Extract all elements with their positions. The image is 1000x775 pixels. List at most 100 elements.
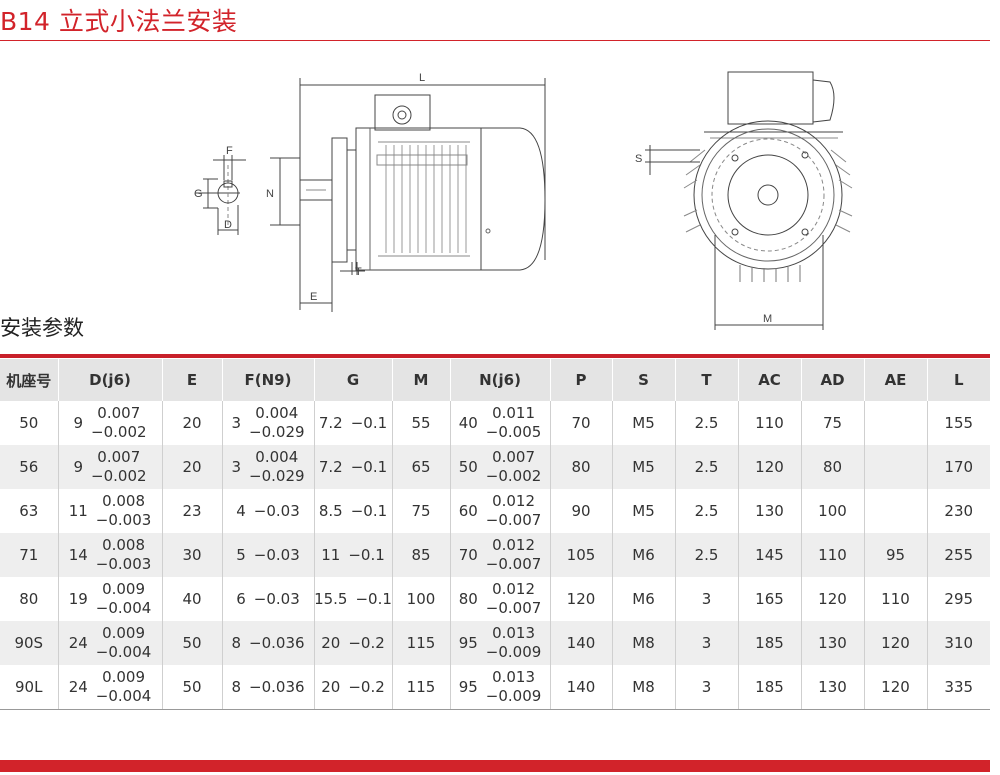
table-cell: M8 — [611, 621, 675, 665]
table-cell: 85 — [391, 533, 450, 577]
table-cell: 63 — [19, 502, 39, 520]
tolerance-upper: 0.007 — [492, 448, 536, 466]
table-cell: 8−0.036 — [221, 621, 314, 665]
nominal-value: 70 — [458, 546, 478, 564]
tolerance-lower: −0.004 — [95, 643, 152, 661]
table-cell: 2.5 — [674, 533, 738, 577]
nominal-value: 8 — [231, 634, 242, 652]
table-cell: 120 — [863, 665, 927, 710]
table-cell: 2.5 — [674, 445, 738, 489]
dim-label-f: F — [226, 145, 233, 157]
table-cell: 105 — [549, 533, 612, 577]
tolerance-lower: −0.004 — [95, 687, 152, 705]
table-cell: 90 — [549, 489, 612, 533]
nominal-value: 8 — [231, 678, 242, 696]
column-header: F(N9) — [221, 359, 314, 401]
tolerance-upper: 0.013 — [492, 668, 536, 686]
column-header: D(j6) — [57, 359, 162, 401]
nominal-value: 11 — [68, 502, 88, 520]
tolerance-upper: 0.007 — [97, 448, 141, 466]
table-cell: 140 — [549, 665, 612, 710]
table-cell: 3 — [674, 665, 738, 710]
tolerance-lower: −0.029 — [249, 467, 305, 485]
table-cell: 165 — [737, 577, 801, 621]
table-cell: 71 — [0, 533, 58, 577]
table-cell: 75 — [391, 489, 450, 533]
column-header: G — [313, 359, 392, 401]
tolerance-upper: 0.009 — [102, 668, 146, 686]
column-header: 机座号 — [0, 359, 58, 401]
nominal-value: 6 — [236, 590, 246, 608]
tolerance-upper: −0.1 — [350, 457, 388, 476]
tolerance-lower: −0.004 — [95, 599, 152, 617]
table-cell — [863, 489, 927, 533]
table-cell — [863, 445, 927, 489]
nominal-value: 19 — [68, 590, 88, 608]
table-cell: 335 — [926, 665, 990, 710]
tolerance-upper: 0.007 — [97, 404, 141, 422]
table-cell: 170 — [926, 445, 990, 489]
table-cell: 6−0.03 — [221, 577, 314, 621]
table-cell: 185 — [737, 665, 801, 710]
side-view — [270, 78, 546, 312]
nominal-value: 8.5 — [318, 502, 343, 520]
table-cell: 20 — [161, 401, 222, 445]
page-title: B14 立式小法兰安装 — [0, 7, 238, 36]
table-cell — [863, 401, 927, 445]
table-cell: 50 — [19, 414, 39, 432]
table-cell: 75 — [800, 401, 864, 445]
table-cell: 20 −0.2 — [313, 665, 392, 710]
nominal-value: 20 — [321, 678, 341, 696]
table-cell: 8.5−0.1 — [313, 489, 392, 533]
table-cell: 65 — [391, 445, 450, 489]
tolerance-upper: −0.036 — [249, 677, 305, 696]
table-cell: 185 — [737, 621, 801, 665]
nominal-value: 24 — [68, 634, 88, 652]
table-cell: 230 — [926, 489, 990, 533]
title-divider — [0, 40, 990, 41]
table-cell: 130 — [800, 665, 864, 710]
dim-label-g: G — [194, 188, 203, 200]
table-cell: 155 — [926, 401, 990, 445]
nominal-value: 50 — [458, 458, 478, 476]
tolerance-upper: 0.011 — [492, 404, 536, 422]
motor-drawing: L F G D N T E S M — [194, 71, 853, 330]
dim-label-e: E — [310, 291, 317, 303]
dim-label-t: T — [355, 266, 362, 278]
table-cell: 120 — [549, 577, 612, 621]
tolerance-upper: −0.2 — [348, 677, 385, 696]
table-cell: 120 — [800, 577, 864, 621]
table-cell: 8 −0.036 — [221, 665, 314, 710]
nominal-value: 20 — [321, 634, 341, 652]
table-cell: 40 — [161, 577, 222, 621]
column-header: AE — [863, 359, 927, 401]
table-cell: 2.5 — [674, 401, 738, 445]
table-cell: 56 — [0, 445, 58, 489]
table-cell: M6 — [611, 533, 675, 577]
table-cell: 120 — [863, 621, 927, 665]
nominal-value: 95 — [458, 634, 478, 652]
table-cell: 130 — [737, 489, 801, 533]
nominal-value: 3 — [231, 414, 242, 432]
nominal-value: 7.2 — [318, 458, 343, 476]
table-cell: M5 — [611, 489, 675, 533]
table-cell: 80 — [549, 445, 612, 489]
tolerance-upper: −0.1 — [350, 413, 388, 432]
table-cell: 20 — [161, 445, 222, 489]
table-cell: 110 — [863, 577, 927, 621]
tolerance-lower: −0.005 — [485, 423, 542, 441]
table-cell: 7.2−0.1 — [313, 401, 392, 445]
